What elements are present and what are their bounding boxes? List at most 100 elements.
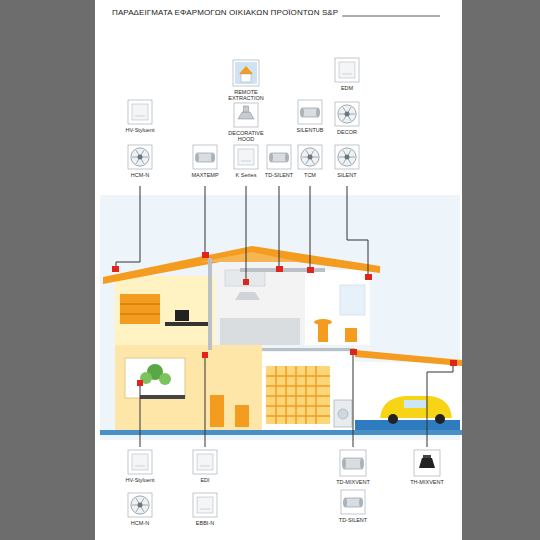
leader-line <box>246 186 247 279</box>
car-wheel <box>388 414 398 424</box>
icon-frame <box>193 145 217 169</box>
fan-slot <box>135 466 145 467</box>
toilet <box>345 328 357 342</box>
car-window <box>404 400 426 408</box>
kitchen-room <box>215 264 305 345</box>
fan-slot <box>241 161 251 162</box>
desk <box>165 322 210 326</box>
photo-roof <box>239 66 253 74</box>
garage-roof <box>355 350 462 366</box>
leader-line <box>140 386 141 447</box>
duct-end <box>211 153 215 162</box>
fan-hub <box>345 112 350 117</box>
fan-grille <box>338 105 356 123</box>
terminal-marker <box>307 267 314 273</box>
product-icon <box>234 103 258 127</box>
side-margin <box>0 0 95 540</box>
product-tile: HCM-N <box>117 145 163 178</box>
duct-body <box>271 153 287 162</box>
terminal-marker <box>450 360 457 366</box>
table <box>140 395 185 399</box>
leader-line <box>205 358 206 447</box>
terminal-marker <box>350 349 357 355</box>
washer-door <box>338 409 348 419</box>
cooker-hood <box>235 292 260 300</box>
fan-face <box>197 497 213 513</box>
duct-end <box>195 153 199 162</box>
terminal-marker <box>365 274 372 280</box>
fan-face <box>238 149 254 165</box>
product-icon <box>298 100 322 124</box>
icon-frame <box>341 490 365 514</box>
icon-frame <box>233 60 259 86</box>
duct-end <box>269 153 273 162</box>
icon-frame <box>298 145 322 169</box>
duct-end <box>342 458 346 469</box>
product-label: DECORATIVE HOOD <box>223 130 269 143</box>
fan-slot <box>342 74 352 75</box>
icon-frame <box>335 102 359 126</box>
washing-machine <box>334 400 352 427</box>
leader-line <box>116 186 140 266</box>
side-margin <box>462 0 540 540</box>
product-label: SILENTUB <box>287 127 333 133</box>
icon-frame <box>128 493 152 517</box>
hood-chimney <box>244 106 249 112</box>
bathroom <box>305 270 370 345</box>
fan-hub <box>138 155 143 160</box>
tile-grid <box>266 366 330 424</box>
car-wheel <box>435 414 445 424</box>
duct-end <box>343 498 347 507</box>
roof-fan <box>419 458 435 468</box>
bookshelf <box>120 294 160 324</box>
product-icon <box>193 493 217 517</box>
product-tile: TCM <box>287 145 333 178</box>
duct-end <box>285 153 289 162</box>
product-label: TH-MIXVENT <box>404 479 450 485</box>
product-icon <box>234 145 258 169</box>
main-roof <box>103 246 380 284</box>
product-label: REMOTE EXTRACTION <box>223 89 269 102</box>
product-tile: REMOTE EXTRACTION <box>223 60 269 102</box>
product-tile: TH-MIXVENT <box>404 450 450 485</box>
title-rule <box>342 16 440 17</box>
roof-fan-cap <box>423 455 431 458</box>
window <box>125 358 185 398</box>
product-label: HV-Styluent <box>117 477 163 483</box>
mirror <box>340 285 365 315</box>
monitor <box>175 310 189 321</box>
duct-body <box>345 498 361 507</box>
product-label: DECOR <box>324 129 370 135</box>
product-icon <box>128 145 152 169</box>
product-icon <box>335 145 359 169</box>
icon-frame <box>335 58 359 82</box>
kitchen-cabinets <box>220 318 300 345</box>
wall-cabinet <box>225 270 265 286</box>
icon-frame <box>414 450 440 476</box>
product-label: HCM-N <box>117 172 163 178</box>
icon-frame <box>340 450 366 476</box>
duct-end <box>359 498 363 507</box>
ground-line <box>100 430 462 435</box>
terminal-markers <box>112 252 457 386</box>
product-tile: TD-MIXVENT <box>330 450 376 485</box>
horizontal-duct <box>262 348 355 351</box>
storage-room <box>262 352 355 430</box>
product-tile: HCM-N <box>117 493 163 526</box>
product-label: SILENT <box>324 172 370 178</box>
product-label: EDI <box>182 477 228 483</box>
product-label: TD-SILENT <box>256 172 302 178</box>
product-tile: DECOR <box>324 102 370 135</box>
duct-body <box>302 108 318 117</box>
product-tile: TD-SILENT <box>330 490 376 523</box>
living-room <box>115 345 262 430</box>
toilet <box>235 405 249 427</box>
leader-line <box>205 186 206 252</box>
tile-pattern <box>266 366 330 424</box>
terminal-marker <box>243 279 249 285</box>
product-tile: SILENTUB <box>287 100 333 133</box>
product-tile: EBBI-N <box>182 493 228 526</box>
